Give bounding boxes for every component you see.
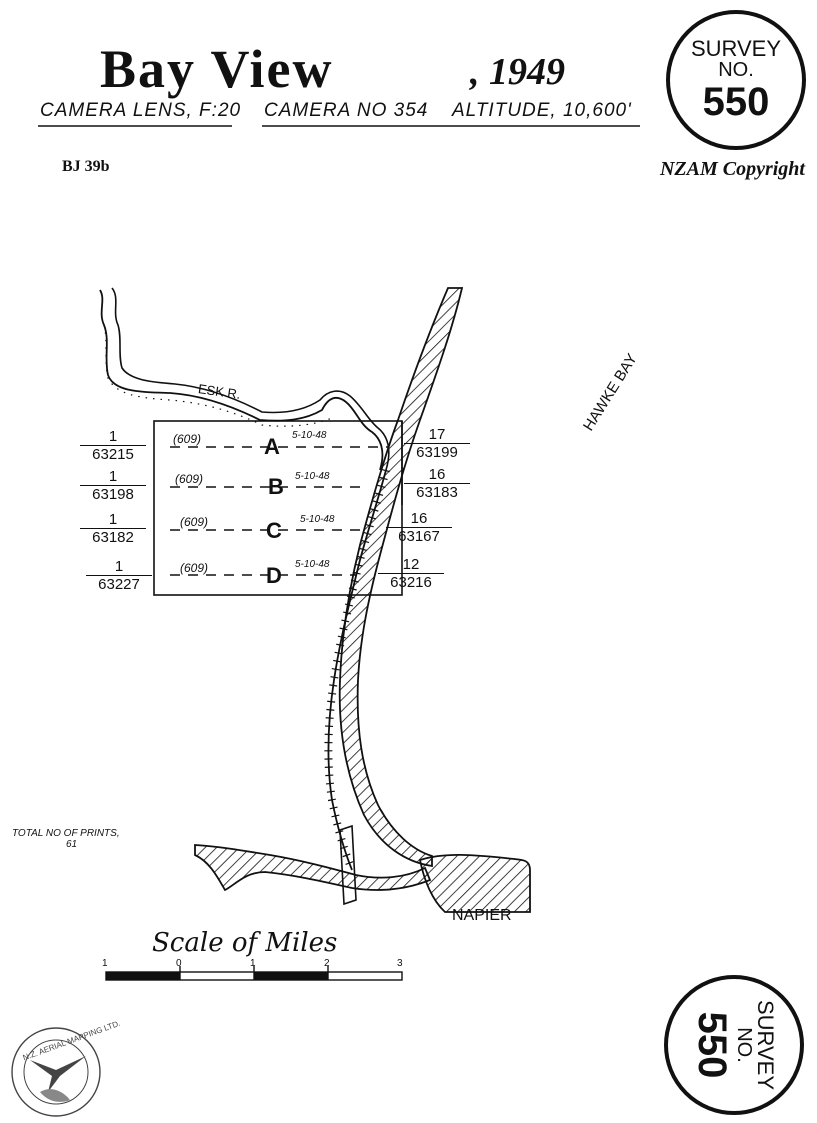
scale-tick-1-left: 1 (102, 958, 108, 969)
map-year: , 1949 (470, 51, 565, 93)
strip-c-label: C (266, 518, 282, 543)
scale-tick-1: 1 (250, 958, 256, 969)
napier-hill (418, 853, 531, 913)
scale-bar (105, 966, 403, 981)
survey-stamp: Survey No. 550 (666, 10, 806, 150)
stamp-rotated-number: 550 (690, 1011, 734, 1079)
scale-tick-3: 3 (397, 958, 403, 969)
strip-b-lens: (609) (175, 472, 204, 486)
map-title: Bay View (100, 39, 334, 99)
camera-lens: Camera Lens, F:20 (40, 100, 242, 121)
stamp-line1: Survey (690, 36, 782, 61)
stamp-rotated-line1: Survey (753, 999, 778, 1091)
strip-d-label: D (266, 563, 282, 588)
scale-tick-2: 2 (324, 958, 330, 969)
flight-strip-box (153, 420, 403, 596)
stamp-number: 550 (702, 80, 770, 124)
total-prints-count: 61 (66, 839, 78, 850)
company-logo (11, 1027, 101, 1117)
reference-code: BJ 39b (62, 158, 110, 175)
strip-a-lens: (609) (173, 432, 202, 446)
survey-stamp-rotated: Survey No. 550 (664, 975, 804, 1115)
total-prints-label: Total No of Prints, (12, 828, 120, 839)
strip-a-label: A (264, 434, 280, 459)
scale-tick-0: 0 (176, 958, 182, 969)
railway (324, 468, 390, 872)
strip-b-label: B (268, 474, 284, 499)
label-napier: NAPIER (452, 907, 512, 924)
strip-d-lens: (609) (180, 561, 209, 575)
altitude: Altitude, 10,600' (452, 100, 632, 121)
strip-b-date: 5-10-48 (295, 471, 330, 482)
scale-title: Scale of Miles (152, 928, 338, 958)
strip-d-date: 5-10-48 (295, 559, 330, 570)
copyright: NZAM Copyright (659, 158, 805, 180)
stamp-line2: No. (718, 59, 754, 81)
stamp-rotated-line2: No. (733, 1027, 755, 1063)
inner-harbour (194, 824, 432, 906)
strip-c-date: 5-10-48 (300, 514, 335, 525)
strip-c-lens: (609) (180, 515, 209, 529)
strip-a-date: 5-10-48 (292, 430, 327, 441)
camera-number: Camera No 354 (264, 100, 429, 121)
flight-lines (170, 446, 388, 576)
header-underlines (38, 125, 640, 127)
